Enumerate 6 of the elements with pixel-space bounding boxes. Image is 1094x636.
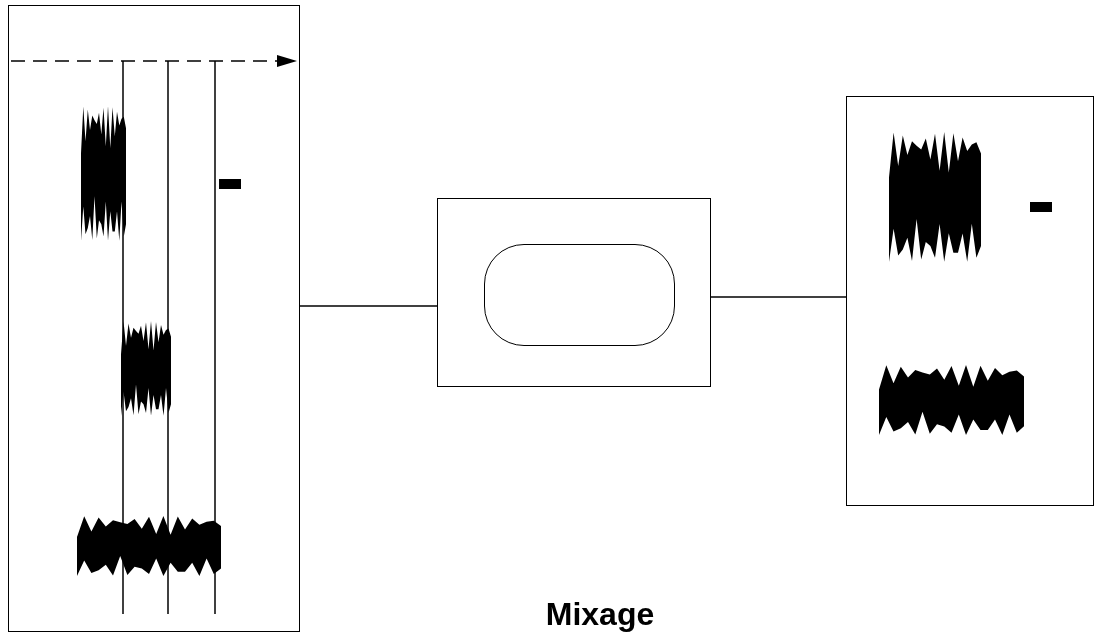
spectrogram-panel xyxy=(846,96,1094,506)
rounded-display xyxy=(484,244,675,346)
connector-line xyxy=(710,296,847,298)
mixer-box xyxy=(437,198,711,387)
caption: Mixage xyxy=(544,596,656,632)
connector-line xyxy=(299,305,438,307)
